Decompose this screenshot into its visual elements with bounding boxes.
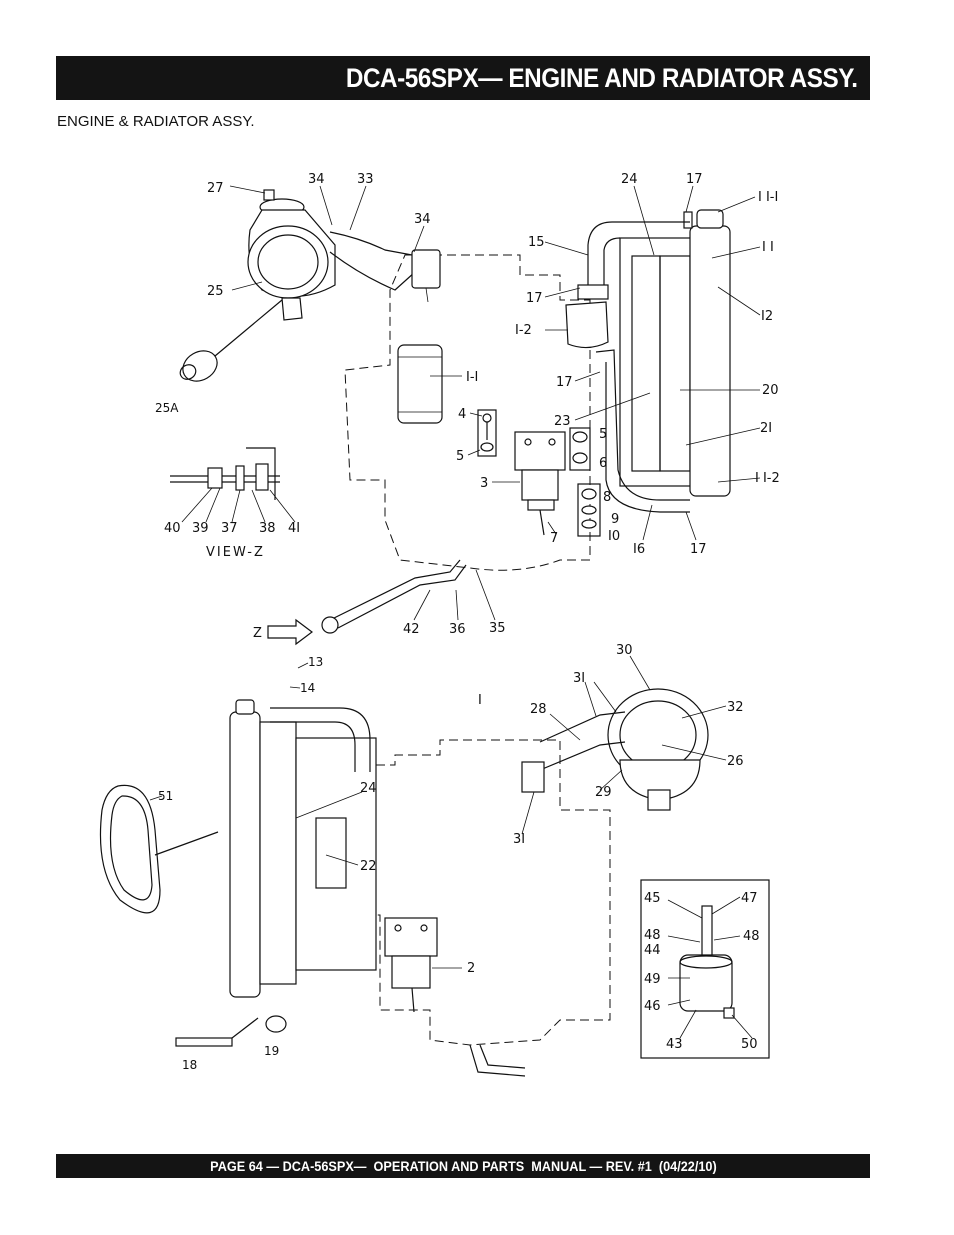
callout-4: 4 xyxy=(458,407,466,422)
callout-21: 2I xyxy=(760,421,772,436)
callout-17b: 17 xyxy=(526,291,543,306)
callout-25: 25 xyxy=(207,284,224,299)
callout-16: I6 xyxy=(633,542,645,557)
callout-31b: 3I xyxy=(513,832,525,847)
callout-7: 7 xyxy=(550,531,558,546)
callout-45: 45 xyxy=(644,891,661,906)
view-z-label: VIEW-Z xyxy=(206,545,265,560)
coolant-reservoir xyxy=(565,284,609,349)
callout-1-2: I-2 xyxy=(515,323,532,338)
callout-13: 13 xyxy=(308,655,323,669)
view-z-arrow xyxy=(267,618,313,646)
callout-14: 14 xyxy=(300,681,315,695)
page-title: DCA-56SPX— ENGINE AND RADIATOR ASSY. xyxy=(346,62,858,93)
oil-filter xyxy=(397,344,443,424)
callout-30: 30 xyxy=(616,643,633,658)
callout-8: 8 xyxy=(603,490,611,505)
callout-17d: 17 xyxy=(690,542,707,557)
callout-43: 43 xyxy=(666,1037,683,1052)
callout-47: 47 xyxy=(741,891,758,906)
callout-12: I2 xyxy=(761,309,773,324)
callout-z: Z xyxy=(253,626,262,641)
callout-18: 18 xyxy=(182,1058,197,1072)
callout-49: 49 xyxy=(644,972,661,987)
callout-3: 3 xyxy=(480,476,488,491)
callout-19: 19 xyxy=(264,1044,279,1058)
callout-26: 26 xyxy=(727,754,744,769)
callout-44: 44 xyxy=(644,943,661,958)
callout-11-2: I I-2 xyxy=(755,471,780,486)
footer-bar: PAGE 64 — DCA-56SPX— OPERATION AND PARTS… xyxy=(56,1154,870,1178)
callout-6: 6 xyxy=(599,456,607,471)
air-cleaner xyxy=(247,189,336,321)
callout-38: 38 xyxy=(259,521,276,536)
callout-35: 35 xyxy=(489,621,506,636)
callout-36: 36 xyxy=(449,622,466,637)
callout-15: 15 xyxy=(528,235,545,250)
bolt-and-washers xyxy=(477,409,601,537)
callout-24a: 24 xyxy=(621,172,638,187)
intake-hose xyxy=(329,231,416,291)
engine-block-outline-lower xyxy=(291,739,611,1046)
callout-41: 4I xyxy=(288,521,300,536)
engine-mount-upper xyxy=(514,431,566,536)
callout-29: 29 xyxy=(595,785,612,800)
callout-5a: 5 xyxy=(456,449,464,464)
radiator-lower xyxy=(229,699,377,998)
leader-lines xyxy=(149,185,761,1039)
upper-hose xyxy=(587,221,690,290)
callout-34a: 34 xyxy=(308,172,325,187)
air-cleaner-lower xyxy=(607,688,709,811)
air-filter-element xyxy=(179,299,283,382)
callout-27: 27 xyxy=(207,181,224,196)
callout-10: I0 xyxy=(608,529,620,544)
callout-39: 39 xyxy=(192,521,209,536)
callout-2: 2 xyxy=(467,961,475,976)
lower-hose xyxy=(595,349,690,513)
footer-text: PAGE 64 — DCA-56SPX— OPERATION AND PARTS… xyxy=(209,1158,717,1174)
callout-11-1: I I-I xyxy=(758,190,778,205)
inset-detail-box xyxy=(640,879,770,1059)
engine-mount-lower xyxy=(384,917,438,1013)
engine-block-outline xyxy=(344,254,591,571)
callout-40: 40 xyxy=(164,521,181,536)
part-19 xyxy=(265,1015,287,1033)
callout-17a: 17 xyxy=(686,172,703,187)
callout-5b: 5 xyxy=(599,427,607,442)
callout-28: 28 xyxy=(530,702,547,717)
callout-17c: 17 xyxy=(556,375,573,390)
callout-34b: 34 xyxy=(414,212,431,227)
callout-31a: 3I xyxy=(573,671,585,686)
radiator-upper xyxy=(619,209,731,497)
callout-20: 20 xyxy=(762,383,779,398)
section-subtitle: ENGINE & RADIATOR ASSY. xyxy=(57,113,255,130)
callout-22: 22 xyxy=(360,859,377,874)
callout-37: 37 xyxy=(221,521,238,536)
callout-50: 50 xyxy=(741,1037,758,1052)
callout-42: 42 xyxy=(403,622,420,637)
callout-32: 32 xyxy=(727,700,744,715)
header-bar: DCA-56SPX— ENGINE AND RADIATOR ASSY. xyxy=(56,56,870,100)
drain-hose xyxy=(329,559,467,629)
callout-24b: 24 xyxy=(360,781,377,796)
callout-33: 33 xyxy=(357,172,374,187)
callout-23: 23 xyxy=(554,414,571,429)
callout-46: 46 xyxy=(644,999,661,1014)
callout-51: 51 xyxy=(158,789,173,803)
callout-11: I I xyxy=(762,240,774,255)
callout-9: 9 xyxy=(611,512,619,527)
callout-25a: 25A xyxy=(155,401,179,415)
intake-elbow xyxy=(411,249,441,289)
upper-hose-lower xyxy=(270,707,371,772)
callout-1-1: I-I xyxy=(466,370,478,385)
callout-1: I xyxy=(478,693,482,708)
fan-belt xyxy=(99,784,161,914)
intake-hose-lower xyxy=(539,711,626,771)
part-18 xyxy=(175,1037,233,1047)
callout-48a: 48 xyxy=(644,928,661,943)
view-z-detail xyxy=(170,447,280,500)
callout-48b: 48 xyxy=(743,929,760,944)
